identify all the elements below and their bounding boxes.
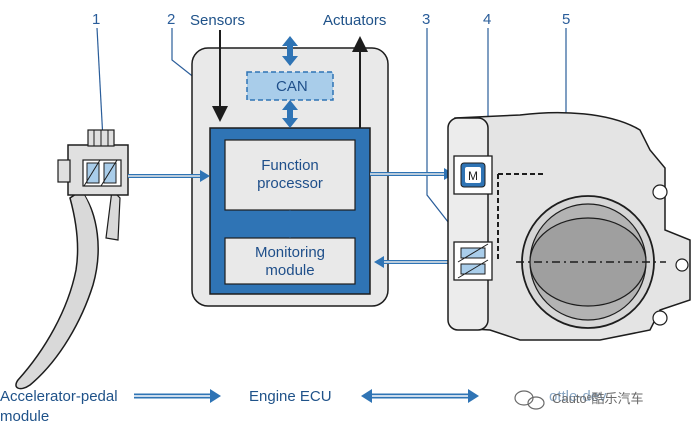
motor-symbol: M: [468, 169, 478, 183]
callout-number-4: 4: [483, 11, 492, 28]
throttle-device-label-fragment: ottle-dev: [549, 388, 607, 405]
throttle-device: M: [447, 111, 691, 341]
pedal-module-label-line1: Accelerator-pedal: [0, 388, 118, 405]
callout-number-5: 5: [562, 11, 571, 28]
can-label: CAN: [276, 78, 308, 95]
sensors-label: Sensors: [190, 12, 246, 29]
sensor-to-ecu-arrow: [374, 256, 452, 268]
callout-number-1: 1: [92, 11, 101, 28]
pedal-to-ecu-arrow: [128, 170, 210, 182]
monitoring-module-label: Monitoring module: [254, 244, 326, 279]
engine-ecu-label: Engine ECU: [249, 388, 332, 405]
accelerator-pedal: [15, 129, 129, 390]
ecu-internal-arrows: [282, 36, 298, 238]
watermark-logo-icon: [514, 390, 545, 410]
pedal-module-label-line2: module: [0, 408, 50, 425]
callout-number-2: 2: [167, 11, 176, 28]
watermark-text: Cautoᵉ酷乐汽车: [552, 391, 644, 406]
actuators-label: Actuators: [323, 12, 387, 29]
callout-leader-1: [96, 27, 104, 141]
function-processor-box: [224, 139, 356, 211]
monitoring-module-box: [224, 237, 356, 285]
bottom-flow-arrows: [134, 389, 479, 403]
callout-number-3: 3: [422, 11, 431, 28]
can-box: [246, 71, 334, 101]
function-processor-label: Function processor: [257, 157, 323, 192]
